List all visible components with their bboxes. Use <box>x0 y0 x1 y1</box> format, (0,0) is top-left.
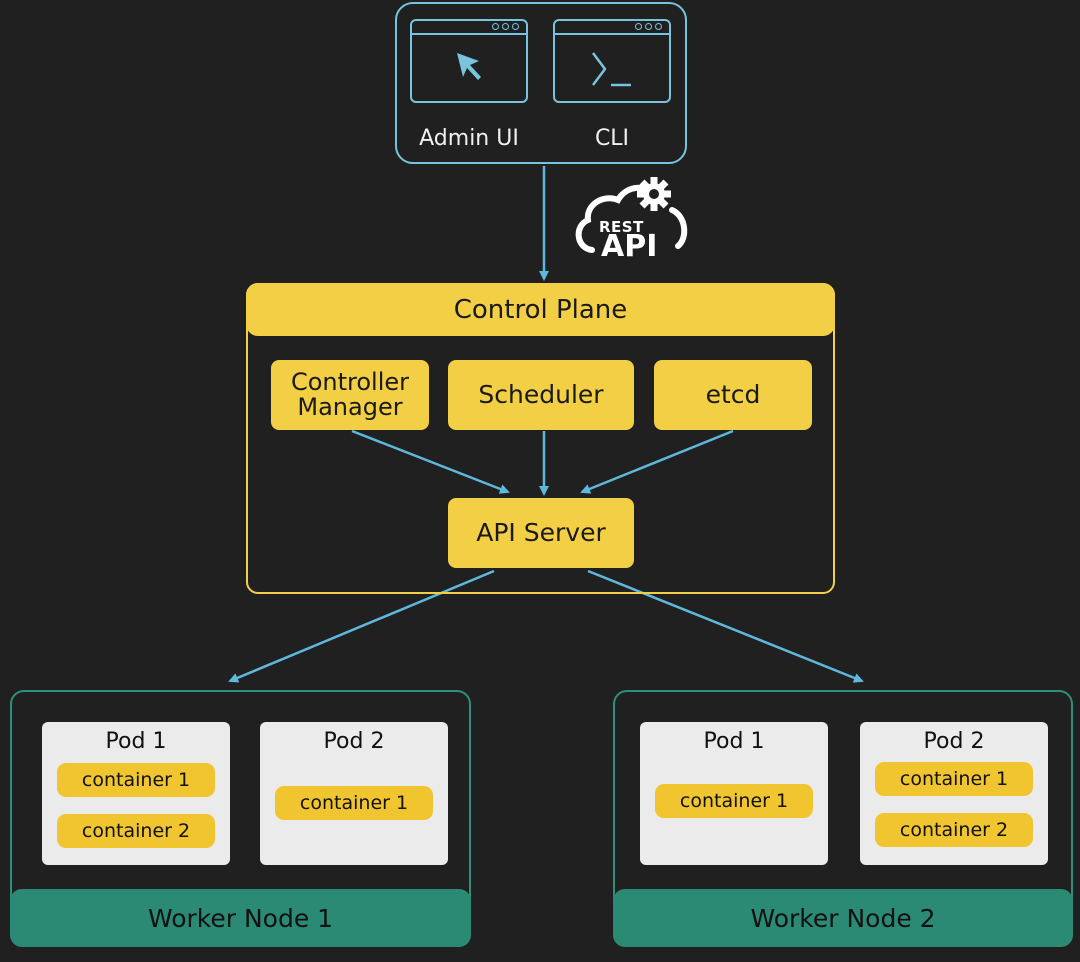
worker-node-2-pod-1: Pod 1 container 1 <box>640 722 828 865</box>
container-pill: container 2 <box>57 814 215 848</box>
container-pill: container 1 <box>57 763 215 797</box>
cli-label: CLI <box>594 126 630 151</box>
pod-title: Pod 2 <box>923 729 985 754</box>
worker-node-2-label: Worker Node 2 <box>613 889 1073 947</box>
admin-ui-label: Admin UI <box>419 126 519 151</box>
worker-node-2-pod-2: Pod 2 container 1 container 2 <box>860 722 1048 865</box>
worker-node-1-label: Worker Node 1 <box>10 889 471 947</box>
container-pill: container 1 <box>655 784 813 818</box>
pod-title: Pod 1 <box>703 729 765 754</box>
container-pill: container 1 <box>875 762 1033 796</box>
api-label: API <box>601 229 658 264</box>
api-server-box: API Server <box>448 498 634 568</box>
etcd-box: etcd <box>654 360 812 430</box>
pod-title: Pod 2 <box>323 729 385 754</box>
control-plane-title: Control Plane <box>246 283 835 336</box>
terminal-prompt-icon <box>592 52 631 87</box>
clients-box: Admin UI CLI <box>395 2 687 164</box>
worker-node-2: Pod 1 container 1 Pod 2 container 1 cont… <box>613 690 1073 947</box>
worker-node-1: Pod 1 container 1 container 2 Pod 2 cont… <box>10 690 471 947</box>
worker-node-1-pod-2: Pod 2 container 1 <box>260 722 448 865</box>
admin-ui-window <box>410 19 528 103</box>
rest-label: REST <box>599 218 644 236</box>
cli-window <box>553 19 671 103</box>
scheduler-box: Scheduler <box>448 360 634 430</box>
controller-manager-box: Controller Manager <box>271 360 429 430</box>
rest-api-badge: REST API <box>574 176 690 268</box>
container-pill: container 1 <box>275 786 433 820</box>
cloud-gear-icon <box>575 177 688 253</box>
pod-title: Pod 1 <box>105 729 167 754</box>
worker-node-1-pod-1: Pod 1 container 1 container 2 <box>42 722 230 865</box>
cursor-icon <box>457 53 481 80</box>
container-pill: container 2 <box>875 813 1033 847</box>
control-plane-box: Control Plane <box>246 283 835 594</box>
